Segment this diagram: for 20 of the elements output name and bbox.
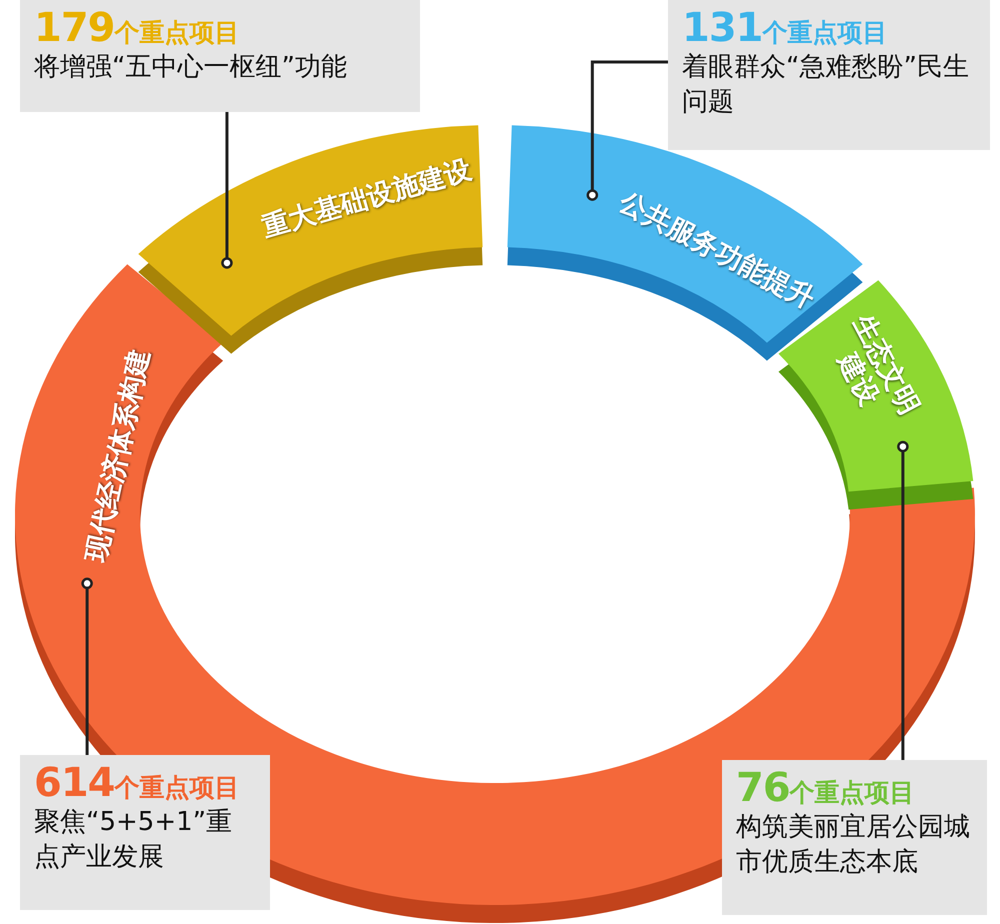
- leader-line: [897, 440, 909, 760]
- callout-text: 聚焦“5+5+1”重点产业发展: [34, 806, 234, 874]
- segment-label: 生态文明建设: [830, 308, 926, 422]
- segment-label: 公共服务功能提升: [614, 186, 820, 314]
- segment-label: 重大基础设施建设: [258, 153, 476, 243]
- callout-text: 着眼群众“急难愁盼”民生问题: [682, 51, 970, 120]
- callout-text: 将增强“五中心一枢纽”功能: [34, 51, 348, 84]
- project-count: 614个重点项目: [34, 761, 240, 805]
- callout-text: 构筑美丽宜居公园城市优质生态本底: [736, 811, 971, 880]
- project-count: 179个重点项目: [34, 6, 240, 50]
- callout-box: [20, 0, 420, 112]
- leader-line: [586, 60, 668, 201]
- callout-box: [668, 0, 990, 150]
- callout-box: [20, 755, 270, 910]
- project-count: 76个重点项目: [736, 766, 916, 810]
- project-count: 131个重点项目: [682, 6, 888, 50]
- callout-box: [722, 760, 987, 915]
- leader-line: [221, 112, 233, 269]
- segment-label: 现代经济体系构建: [80, 346, 156, 564]
- leader-line: [81, 578, 93, 755]
